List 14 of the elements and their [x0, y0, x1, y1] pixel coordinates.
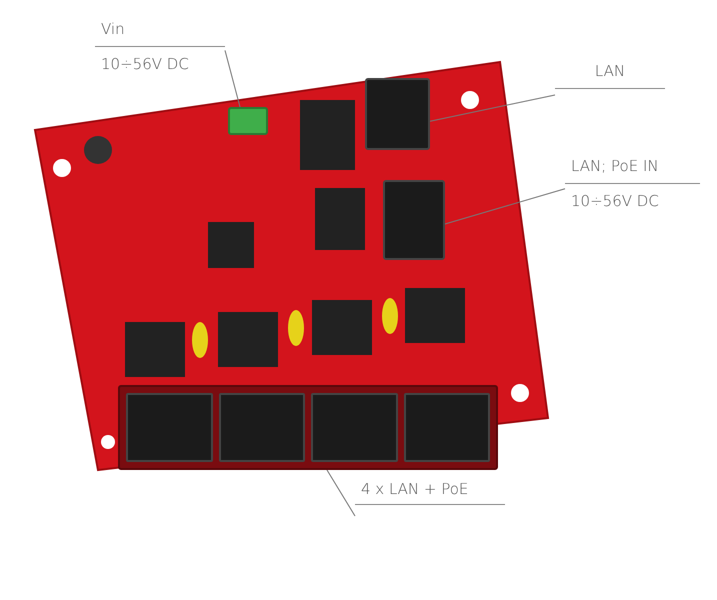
terminal-block [228, 107, 268, 135]
callout-note: 10÷56V DC [100, 54, 190, 75]
ethernet-jack [383, 180, 445, 260]
leader-line [224, 50, 240, 108]
leader-line [326, 470, 356, 516]
callout-label: LAN [594, 61, 626, 82]
callout-label: Vin [100, 19, 126, 40]
ethernet-jack [365, 78, 430, 150]
callout-label: LAN; PoE IN [570, 156, 660, 177]
leader-line [444, 188, 566, 224]
callout-note: 10÷56V DC [570, 191, 660, 212]
callout-label: 4 x LAN + PoE [360, 479, 470, 500]
leader-line [430, 94, 556, 122]
ethernet-jack-row [118, 385, 498, 470]
